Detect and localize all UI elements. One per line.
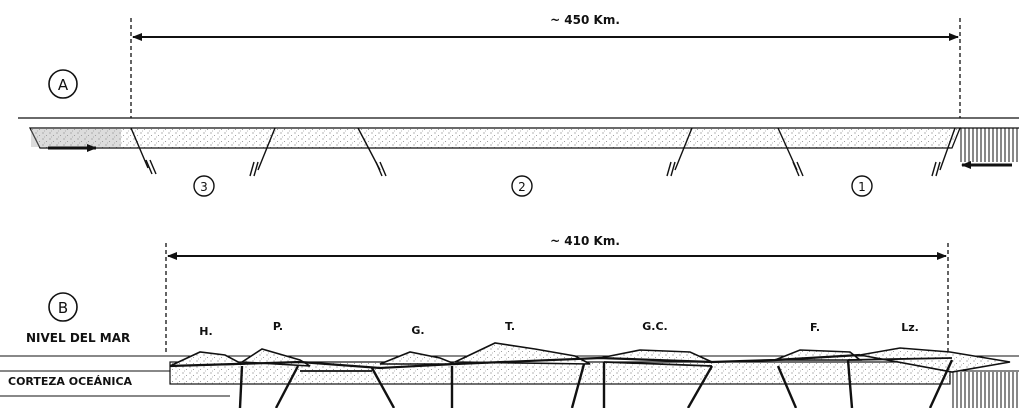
svg-text:1: 1 (858, 180, 866, 194)
island-label-p: P. (273, 320, 283, 333)
continent-block-a (960, 128, 1019, 162)
island-label-lz: Lz. (901, 321, 919, 334)
continent-block-b (952, 372, 1019, 408)
island-label-f: F. (810, 321, 820, 334)
crust-slab-a (28, 127, 961, 149)
block-2: 2 (511, 175, 533, 197)
faults-a (130, 127, 956, 177)
oceanic-crust-label: CORTEZA OCEÁNICA (8, 375, 133, 388)
island-label-g: G. (411, 324, 424, 337)
block-1: 1 (851, 175, 873, 197)
distance-label-a: ~ 450 Km. (550, 13, 620, 27)
island-label-t: T. (505, 320, 515, 333)
panel-a: ~ 450 Km. A 3 2 (18, 13, 1019, 197)
distance-label-b: ~ 410 Km. (550, 234, 620, 248)
fault-blocks-b (238, 359, 954, 408)
panel-b-badge (48, 292, 78, 322)
panel-a-badge (48, 69, 78, 99)
sea-level-label: NIVEL DEL MAR (26, 331, 130, 345)
panel-b-letter: B (58, 299, 68, 317)
panel-a-letter: A (58, 76, 69, 94)
svg-text:3: 3 (200, 180, 208, 194)
island-label-h: H. (199, 325, 212, 338)
block-3: 3 (193, 175, 215, 197)
panel-b: ~ 410 Km. B NIVEL DEL MAR CORTEZA OCEÁNI… (0, 234, 1019, 408)
island-label-gc: G.C. (642, 320, 667, 333)
svg-text:2: 2 (518, 180, 526, 194)
